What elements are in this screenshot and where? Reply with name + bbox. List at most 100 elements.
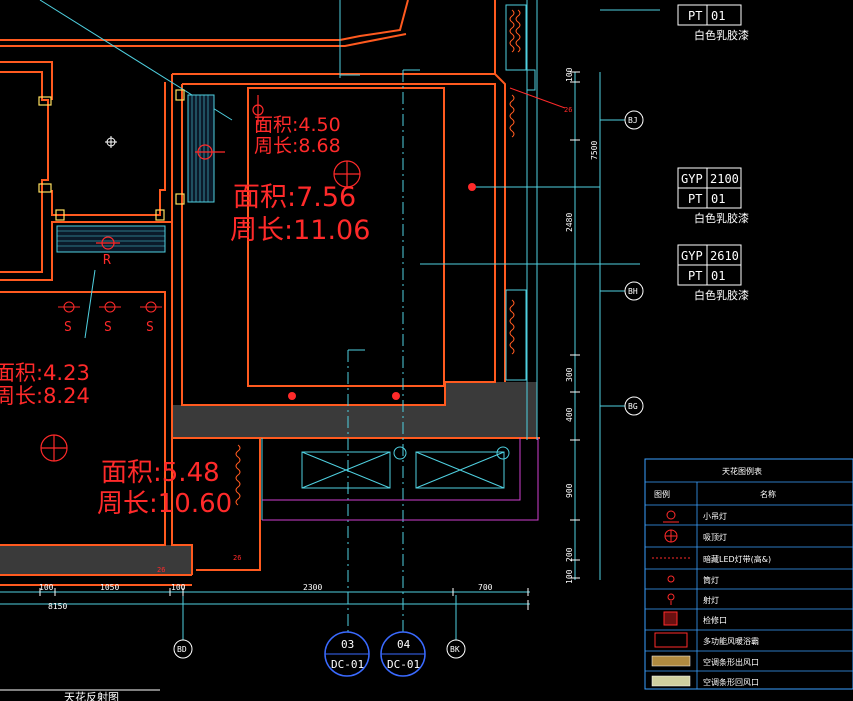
spot-light-icon bbox=[288, 392, 296, 400]
walls bbox=[0, 0, 540, 586]
wall-left-room-e bbox=[0, 291, 166, 546]
section-ref: DC-01 bbox=[331, 658, 364, 671]
legend-row-name: 吸顶灯 bbox=[703, 532, 727, 542]
axis-label: BD bbox=[177, 645, 187, 654]
magenta-boundary bbox=[262, 438, 539, 521]
linear-vents bbox=[56, 94, 215, 253]
coil-3 bbox=[509, 94, 515, 138]
axis-bubbles bbox=[173, 110, 644, 659]
legend-row-name: 小吊灯 bbox=[703, 511, 727, 521]
small-marks: 26 26 26 bbox=[157, 87, 572, 574]
axis-bubble-bk[interactable] bbox=[446, 639, 466, 659]
dim-text: 100 bbox=[39, 583, 54, 592]
spot-light-icon bbox=[468, 183, 476, 191]
dim-text-total: 8150 bbox=[48, 602, 67, 611]
x-vent-2 bbox=[415, 451, 505, 489]
spot-light-icon bbox=[667, 575, 675, 583]
wall-lower-stub bbox=[196, 438, 261, 571]
wall-left-room-d bbox=[0, 221, 172, 281]
leader-diagonal-2 bbox=[84, 269, 96, 339]
legend-row-name: 暗藏LED灯带(高&) bbox=[703, 554, 771, 564]
spot-light-icon bbox=[392, 392, 400, 400]
tag-num: 2610 bbox=[710, 249, 739, 263]
section-num: 03 bbox=[341, 638, 354, 651]
perimeter-text: 周长:8.24 bbox=[0, 384, 90, 408]
magenta-line-2 bbox=[262, 438, 539, 521]
area-text: 面积:7.56 bbox=[233, 182, 356, 213]
access-panel-icon bbox=[663, 611, 678, 626]
multi-function-fan-icon bbox=[654, 632, 688, 648]
fixture-letter: S bbox=[104, 320, 112, 335]
dim-ticks bbox=[39, 71, 580, 610]
magenta-line-1 bbox=[262, 438, 521, 501]
wall-fill-left bbox=[0, 545, 192, 575]
wall-fills bbox=[0, 382, 537, 575]
axis-bubble-bj[interactable] bbox=[624, 110, 644, 130]
wall-top-curve-inner bbox=[0, 33, 407, 47]
vertical-dimensions: 100 7500 2480 300 400 900 200 100 bbox=[565, 67, 599, 584]
curtain-box-bottom bbox=[505, 289, 527, 381]
fixture-letter: R bbox=[103, 253, 111, 268]
curtain-box-small bbox=[526, 69, 536, 91]
small-mark: 26 bbox=[157, 566, 165, 574]
wall-left-room-b bbox=[0, 61, 53, 100]
tag-num: 01 bbox=[711, 9, 725, 23]
axis-bubble-bd[interactable] bbox=[173, 639, 193, 659]
horizontal-dimensions: 100 1050 100 2300 700 8150 bbox=[39, 583, 493, 611]
small-mark: 26 bbox=[564, 106, 572, 114]
area-text: 面积:5.48 bbox=[101, 458, 220, 488]
legend-row-name: 筒灯 bbox=[703, 575, 719, 585]
axis-label: BG bbox=[628, 402, 638, 411]
legend-table: 天花图例表 图例 名称 小吊灯 吸顶灯 暗藏LED灯带(高&) 筒灯 射灯 检修… bbox=[644, 458, 853, 690]
tag-note: 白色乳胶漆 bbox=[694, 28, 749, 42]
legend-row-name: 检修口 bbox=[703, 615, 727, 625]
bracket-icon bbox=[55, 209, 65, 221]
x-vents bbox=[301, 446, 510, 489]
coil-4 bbox=[509, 299, 515, 355]
fixture-letters: R S S S bbox=[64, 253, 154, 335]
legend-row-name: 空调条形出风口 bbox=[703, 657, 759, 667]
spot-light-2-icon bbox=[667, 593, 675, 601]
tag-note: 白色乳胶漆 bbox=[694, 288, 749, 302]
legend-col-icon: 图例 bbox=[654, 489, 670, 499]
curtain-box-top bbox=[505, 4, 527, 71]
axis-labels: BJ BH BG BD BK bbox=[177, 116, 638, 654]
wall-room-outer bbox=[172, 73, 506, 382]
perimeter-text: 周长:11.06 bbox=[230, 215, 370, 246]
wall-left-room-c bbox=[51, 82, 166, 216]
bracket-icon bbox=[155, 209, 165, 221]
legend-row-name: 空调条形回风口 bbox=[703, 677, 759, 687]
dim-text: 7500 bbox=[590, 141, 599, 160]
tag-code: PT bbox=[688, 269, 702, 283]
legend-row-name: 多功能风暖浴霸 bbox=[703, 636, 759, 646]
dim-text: 700 bbox=[478, 583, 493, 592]
ac-return-icon bbox=[651, 675, 691, 687]
fixture-letter: S bbox=[64, 320, 72, 335]
area-text: 面积:4.23 bbox=[0, 361, 90, 385]
axis-label: BJ bbox=[628, 116, 638, 125]
legend-title: 天花图例表 bbox=[722, 466, 762, 476]
axis-label: BK bbox=[450, 645, 460, 654]
ceiling-panel bbox=[247, 87, 445, 387]
section-markers: 03 DC-01 04 DC-01 bbox=[324, 631, 426, 677]
legend-row-name: 射灯 bbox=[703, 595, 719, 605]
dim-text: 900 bbox=[565, 483, 574, 498]
tag-num: 01 bbox=[711, 192, 725, 206]
small-mark: 26 bbox=[233, 554, 241, 562]
linear-vent-vertical bbox=[187, 94, 215, 203]
axis-bubble-bg[interactable] bbox=[624, 396, 644, 416]
drawing-title: 天花反射图 bbox=[64, 690, 119, 701]
dim-text: 300 bbox=[565, 367, 574, 382]
dim-text: 100 bbox=[565, 67, 574, 82]
vent-ring-1 bbox=[393, 446, 407, 460]
perimeter-text: 周长:10.60 bbox=[97, 489, 232, 519]
tag-code: PT bbox=[688, 192, 702, 206]
wall-fill-corner bbox=[445, 382, 537, 412]
dim-text: 2480 bbox=[565, 213, 574, 232]
tag-code: PT bbox=[688, 9, 702, 23]
perimeter-text: 周长:8.68 bbox=[254, 135, 341, 157]
axis-bubble-bh[interactable] bbox=[624, 281, 644, 301]
dim-text: 100 bbox=[171, 583, 186, 592]
